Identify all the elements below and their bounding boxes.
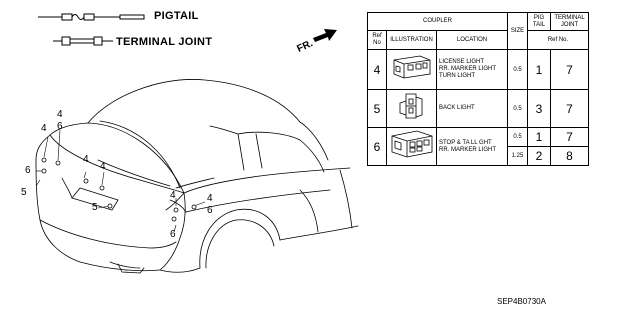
row-location: STOP & TA LL GHT RR. MARKER LIGHT <box>436 127 508 166</box>
row-size: 0.5 <box>507 49 528 90</box>
row-location: BACK LIGHT <box>436 89 508 128</box>
terminal-joint-label: TERMINAL JOINT <box>116 36 213 48</box>
row-location: LICENSE LIGHT RR. MARKER LIGHT TURN LIGH… <box>436 49 508 90</box>
callout-6-tail: 6 <box>170 229 176 240</box>
row-terminal-joint: 7 <box>550 127 589 147</box>
terminal-joint-header: TERMINAL JOINT <box>550 12 589 31</box>
terminal-joint-symbol <box>53 36 113 46</box>
forward-arrow-icon <box>313 29 337 42</box>
row-pigtail: 2 <box>527 146 551 166</box>
illustration-header: ILLUSTRATION <box>386 30 437 50</box>
callout-5-left: 5 <box>21 187 27 198</box>
callout-4-trunk: 4 <box>57 109 63 120</box>
callout-6-quarter: 6 <box>207 205 213 216</box>
coupler-header: COUPLER <box>367 12 508 31</box>
vehicle-rear-drawing <box>35 79 359 274</box>
ref-no-header: Ref No <box>367 30 387 50</box>
location-header: LOCATION <box>436 30 508 50</box>
connector-illustration <box>386 89 437 128</box>
pigtail-symbol <box>38 13 145 21</box>
pigtail-label: PIGTAIL <box>154 10 199 22</box>
row-ref: 6 <box>367 127 387 166</box>
table-row: 4 LICENSE LIGHT RR. MARKER LIGHT TURN LI… <box>367 49 589 90</box>
callout-4-plate-left: 4 <box>83 154 89 165</box>
diagram-code: SEP4B0730A <box>497 297 546 306</box>
table-row: 6 STOP & TA LL GHT RR. MARKER LIGHT 0.5 … <box>367 127 589 166</box>
connector-illustration <box>386 49 437 90</box>
row-terminal-joint: 7 <box>550 49 589 90</box>
row-ref: 4 <box>367 49 387 90</box>
table-row: 1.25 2 8 <box>368 146 589 166</box>
row-ref: 5 <box>367 89 387 128</box>
table-row: 5 BACK LIGHT 0.5 3 7 <box>367 89 589 128</box>
callout-4-tail: 4 <box>170 190 176 201</box>
row-terminal-joint: 7 <box>550 89 589 128</box>
pigtail-header: PIG TAIL <box>527 12 551 31</box>
callout-4-quarter: 4 <box>207 193 213 204</box>
row-pigtail: 1 <box>527 127 551 147</box>
callout-4-plate-right: 4 <box>100 161 106 172</box>
callout-5-center: 5 <box>92 202 98 213</box>
row-size: 0.5 <box>507 127 528 147</box>
callout-4-left: 4 <box>41 123 47 134</box>
connector-illustration <box>386 127 437 166</box>
row-size: 0.5 <box>507 89 528 128</box>
coupler-table: COUPLER SIZE PIG TAIL TERMINAL JOINT Ref… <box>367 12 589 166</box>
ref-no-sub-header: Ref No. <box>527 30 589 50</box>
callout-6-trunk: 6 <box>57 121 63 132</box>
row-pigtail: 1 <box>527 49 551 90</box>
row-size: 1.25 <box>507 146 528 166</box>
row-terminal-joint: 8 <box>550 146 589 166</box>
size-header: SIZE <box>507 12 528 50</box>
callout-6-left: 6 <box>25 165 31 176</box>
row-pigtail: 3 <box>527 89 551 128</box>
